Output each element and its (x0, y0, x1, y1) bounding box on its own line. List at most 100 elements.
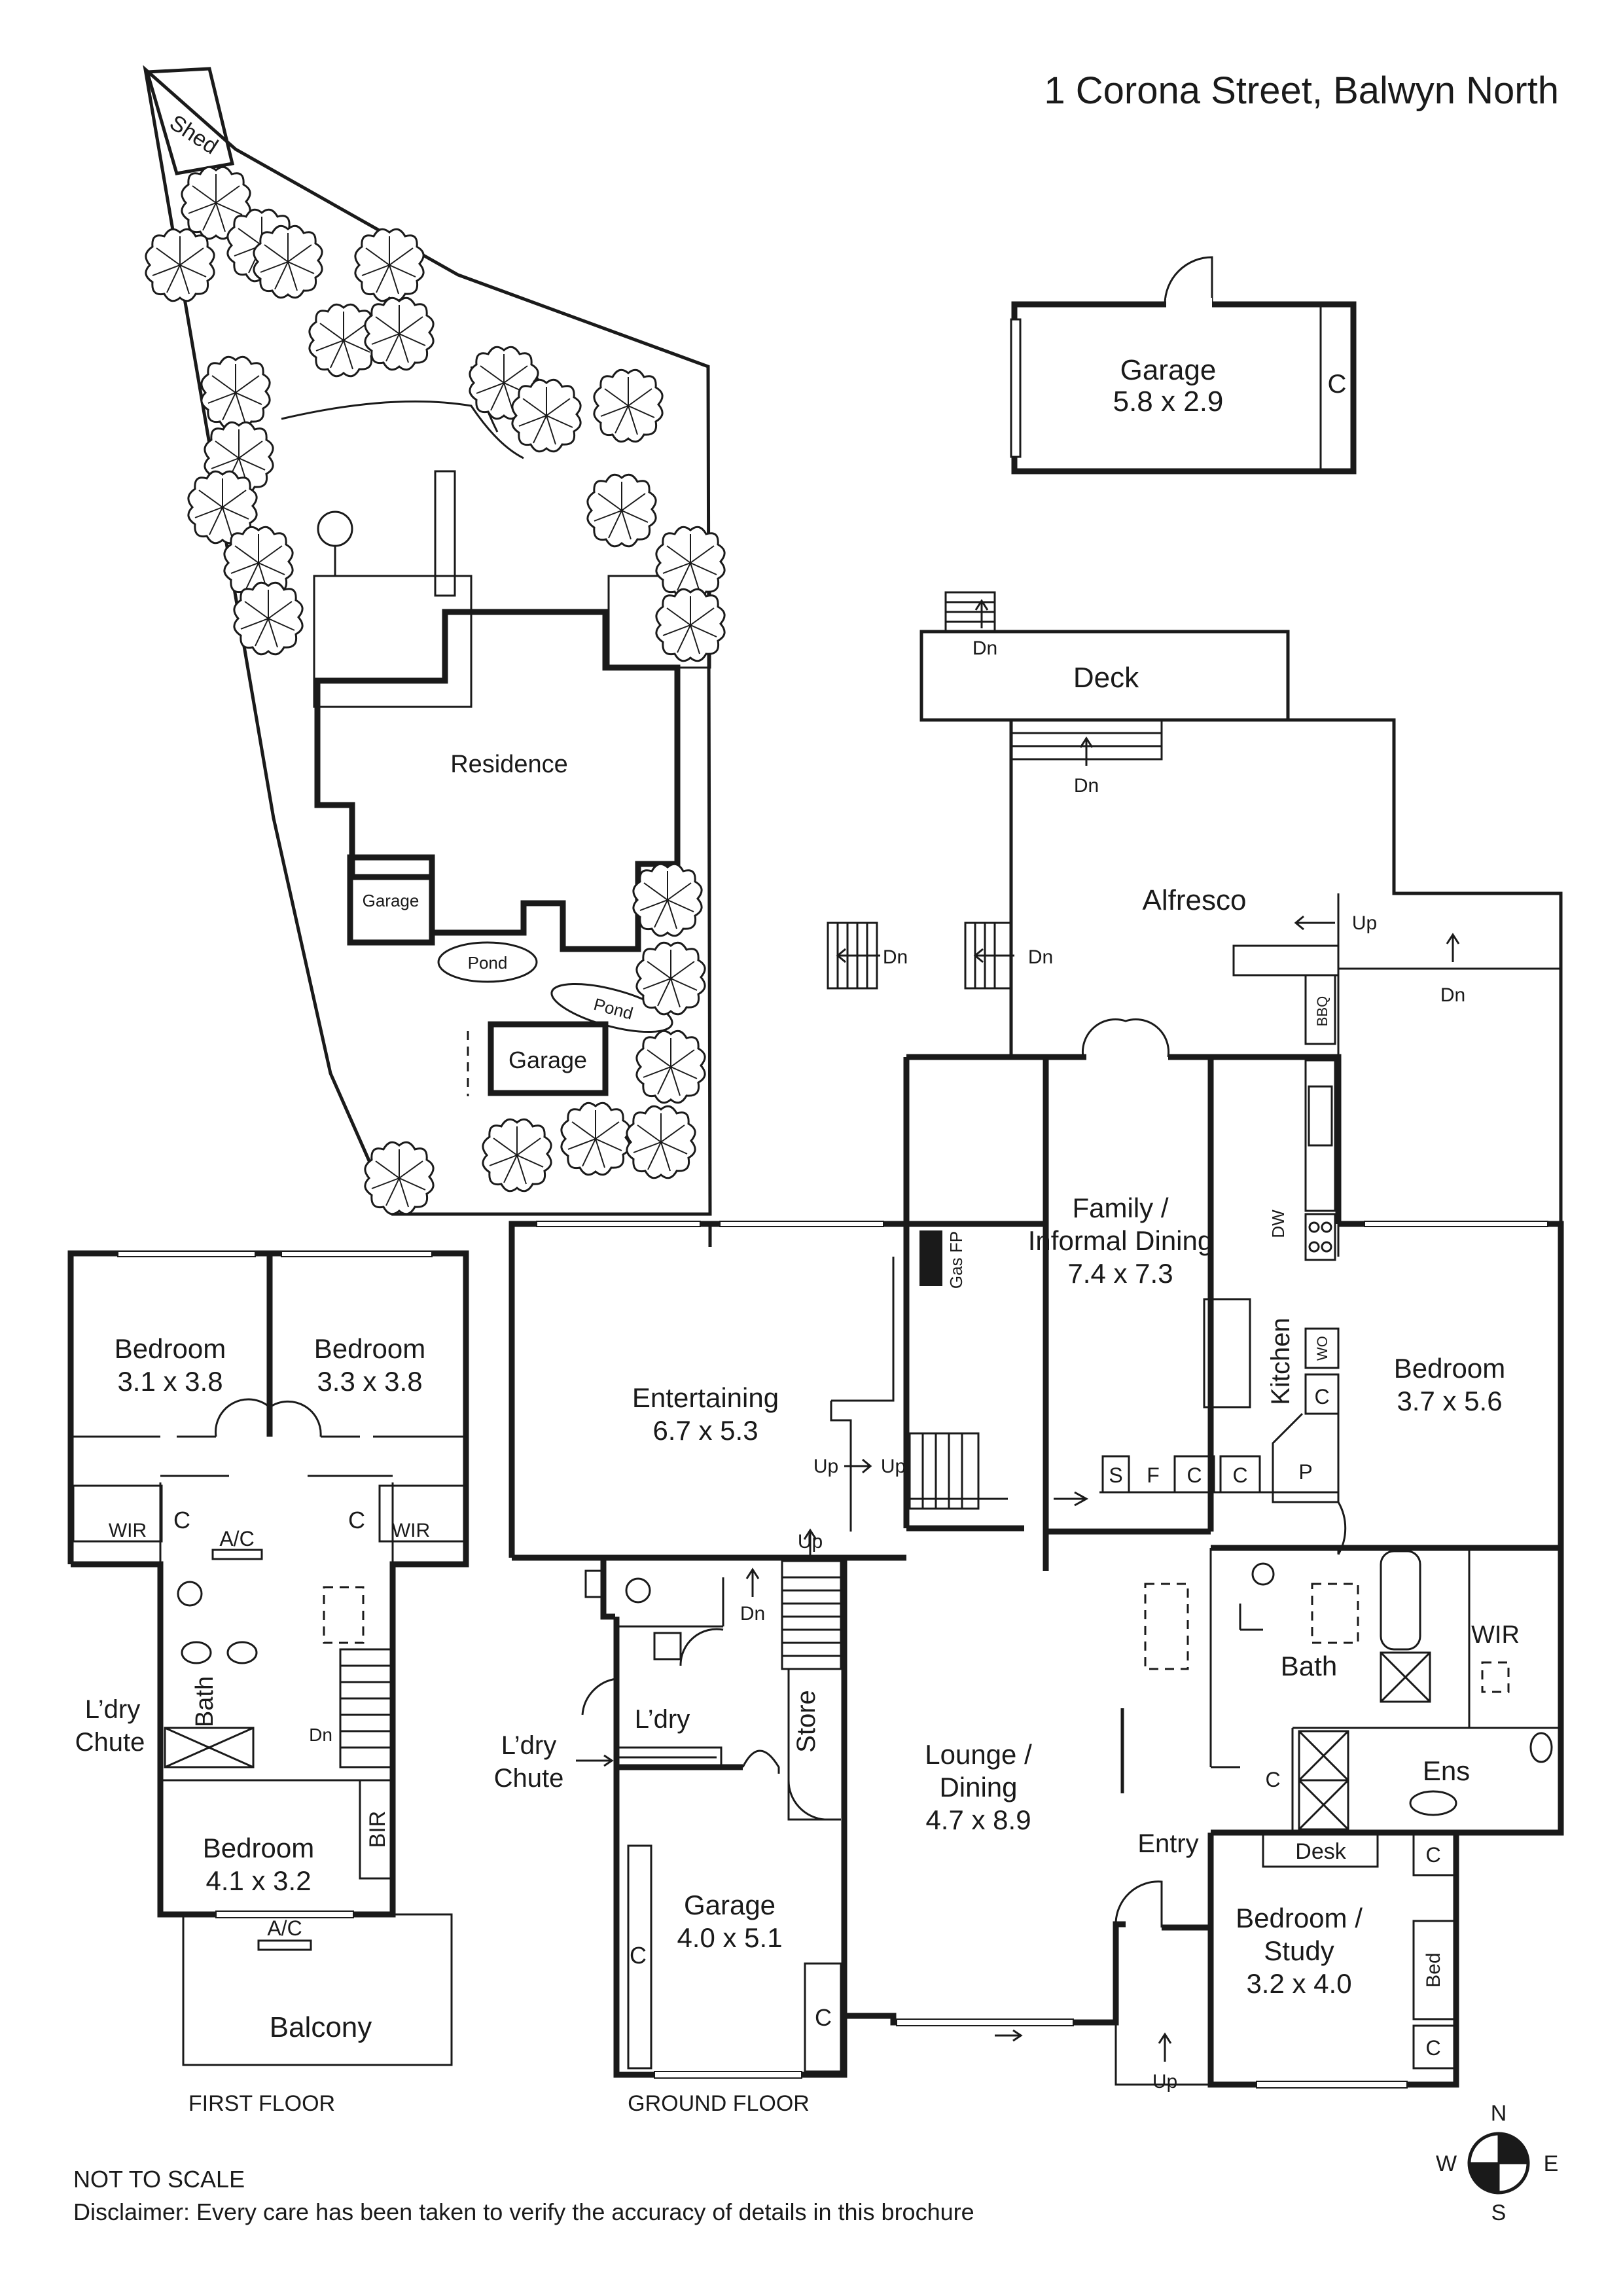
laundry-label: L’dry (635, 1705, 690, 1734)
tree-icon (655, 526, 726, 600)
toilet-icon (177, 1581, 203, 1607)
bedroom-2-size: 3.3 x 3.8 (317, 1366, 422, 1397)
first-floor-caption: FIRST FLOOR (188, 2091, 335, 2116)
c-left-label: C (173, 1507, 190, 1534)
west-steps-dn-label-2: Dn (1028, 946, 1053, 968)
alfresco-outline (1009, 718, 1563, 1224)
pond-1-label: Pond (468, 953, 508, 973)
basin-icon (181, 1641, 212, 1664)
study-name-2: Study (1264, 1935, 1334, 1966)
ground-floor-plan: Dn Deck Dn Alfresco Up Dn BBQ Dn Dn (494, 591, 1564, 2116)
garage-name: Garage (1120, 354, 1217, 386)
compass-n: N (1491, 2101, 1507, 2126)
garage-size: 4.0 x 5.1 (677, 1922, 782, 1953)
wir-left-label: WIR (109, 1520, 147, 1541)
tree-icon (635, 941, 706, 1016)
compass-s: S (1491, 2200, 1507, 2225)
tree-icons (145, 166, 726, 1215)
shower-icon (1298, 1779, 1349, 1831)
laundry-chute-1: L’dry (85, 1695, 141, 1724)
entry-door (1115, 1880, 1163, 1928)
french-doors (1081, 1018, 1170, 1058)
store-label: Store (792, 1690, 821, 1753)
garage-small-outline (347, 854, 435, 946)
compass: N S E W (1436, 2101, 1558, 2225)
tree-icon (626, 1105, 696, 1179)
garden-path (281, 400, 524, 459)
detached-garage: Garage 5.8 x 2.9 C (1010, 256, 1357, 475)
tree-icon (233, 581, 304, 656)
bedroom-1-size: 3.1 x 3.8 (117, 1366, 223, 1397)
tree-icon (253, 224, 323, 299)
tree-icon (354, 228, 425, 302)
bath-label: Bath (1281, 1651, 1337, 1681)
tree-icon (482, 1118, 552, 1193)
birdbath (317, 511, 353, 547)
dn-label: Dn (309, 1725, 332, 1745)
c-label-1: C (1186, 1463, 1202, 1487)
basin-icon (226, 1641, 258, 1664)
pond-2 (550, 982, 673, 1033)
entry-up-label: Up (1152, 2071, 1177, 2092)
shed-label: Shed (165, 110, 222, 159)
bedroom-east-name: Bedroom (1394, 1353, 1505, 1384)
study-name-1: Bedroom / (1236, 1903, 1363, 1933)
entertaining-name: Entertaining (632, 1382, 779, 1413)
bathtub-icon (1380, 1550, 1421, 1651)
deck-steps-dn-label: Dn (1074, 775, 1099, 797)
tree-icon (632, 863, 703, 937)
tree-icon (586, 473, 657, 548)
bed-label: Bed (1423, 1952, 1444, 1987)
c-right-label: C (348, 1507, 365, 1534)
bedroom-3-name: Bedroom (203, 1833, 314, 1863)
study-c-label-1: C (1425, 1843, 1440, 1867)
lounge-size: 4.7 x 8.9 (925, 1804, 1031, 1835)
gas-fp-label: Gas FP (946, 1231, 966, 1289)
kitchen-island (1203, 1298, 1251, 1408)
tree-icon (364, 1141, 435, 1215)
door-swing (1164, 256, 1213, 305)
bir-label: BIR (365, 1811, 390, 1848)
tree-icon (560, 1102, 631, 1176)
toilet-icon (1251, 1562, 1275, 1586)
alfresco-label: Alfresco (1143, 884, 1247, 916)
west-steps-dn-label-1: Dn (883, 946, 908, 968)
cooktop-icon (1304, 1213, 1336, 1261)
tree-icon (511, 378, 582, 453)
c-label-2: C (1232, 1463, 1247, 1487)
store-up-label: Up (798, 1531, 823, 1552)
wir-right-label: WIR (392, 1520, 430, 1541)
alfresco-dn-label: Dn (1440, 984, 1465, 1006)
study-c-label-2: C (1425, 2036, 1440, 2060)
ac-top-label: A/C (219, 1527, 254, 1551)
bath-label: Bath (191, 1676, 219, 1727)
stair (339, 1648, 394, 1768)
garage-cupboard-label: C (1328, 370, 1347, 399)
shower-icon (164, 1727, 255, 1768)
not-to-scale: NOT TO SCALE (73, 2166, 245, 2193)
residence-label: Residence (450, 751, 568, 778)
gas-fireplace (919, 1230, 942, 1286)
tree-icon (145, 228, 215, 302)
study-size: 3.2 x 4.0 (1246, 1968, 1351, 1999)
kitchen-c-label: C (1314, 1385, 1329, 1408)
garage-c-label-1: C (630, 1942, 647, 1969)
family-name-1: Family / (1073, 1193, 1169, 1223)
disclaimer: Disclaimer: Every care has been taken to… (73, 2198, 974, 2225)
wo-label: WO (1314, 1336, 1330, 1361)
tree-icon (635, 1030, 706, 1104)
garage-c-label-2: C (815, 2004, 832, 2031)
bedroom-east-size: 3.7 x 5.6 (1397, 1386, 1502, 1416)
garage-door (1010, 318, 1022, 458)
laundry-chute-2: Chute (75, 1728, 145, 1757)
garage-size: 5.8 x 2.9 (1113, 386, 1224, 418)
entertaining-dn-label: Dn (740, 1603, 765, 1624)
tree-icon (200, 355, 271, 430)
garage-front-label: Garage (508, 1047, 587, 1073)
kitchen-label: Kitchen (1266, 1318, 1295, 1405)
store-stair (781, 1560, 842, 1670)
ground-floor-caption: GROUND FLOOR (628, 2091, 810, 2116)
sink-icon (1308, 1085, 1333, 1147)
dw-label: DW (1268, 1210, 1288, 1238)
